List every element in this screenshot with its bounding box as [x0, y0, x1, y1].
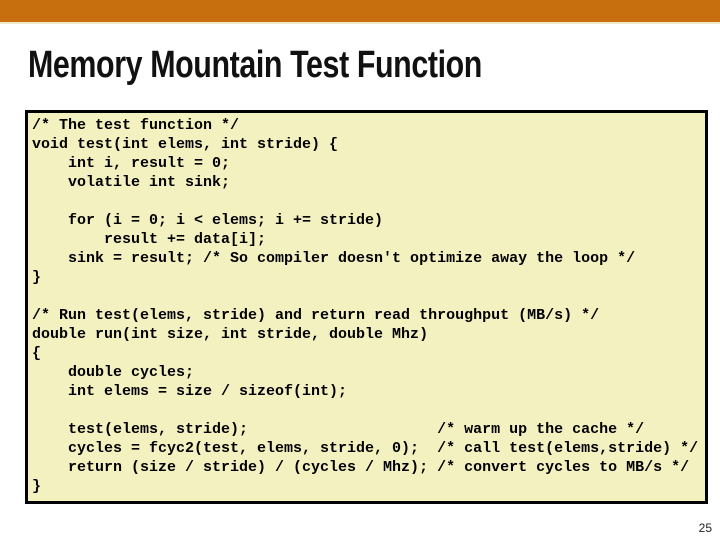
page-title: Memory Mountain Test Function [28, 44, 482, 86]
code-box: /* The test function */ void test(int el… [25, 110, 708, 504]
page-number: 25 [698, 521, 712, 535]
top-accent-stripe [0, 22, 720, 24]
top-accent-bar [0, 0, 720, 22]
code-block: /* The test function */ void test(int el… [32, 117, 699, 495]
